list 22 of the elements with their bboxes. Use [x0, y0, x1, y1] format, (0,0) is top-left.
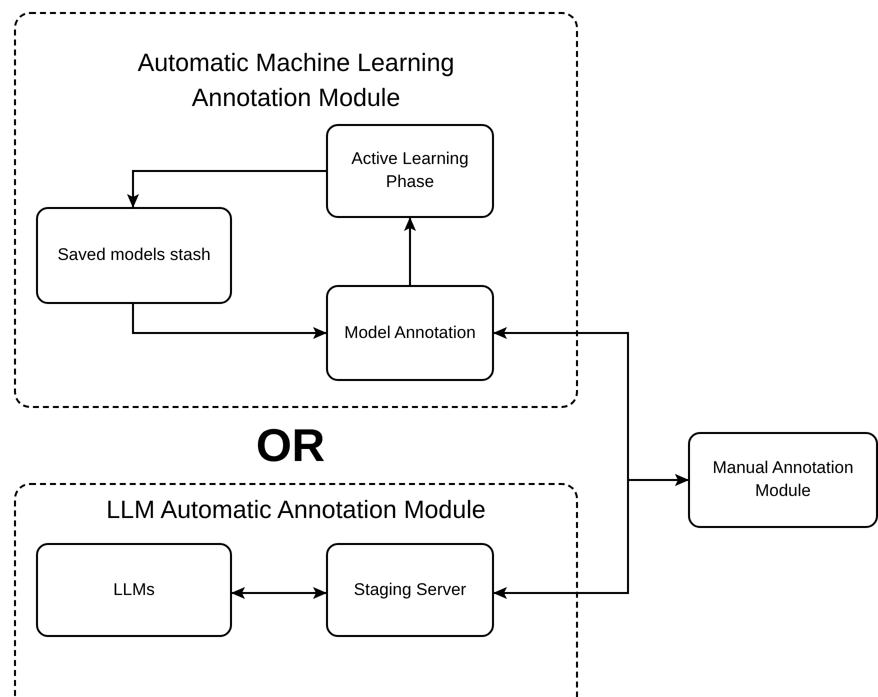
- box-label: Manual Annotation Module: [712, 457, 854, 502]
- process-box: [326, 124, 494, 218]
- module-title: Automatic Machine Learning Annotation Module: [136, 48, 456, 114]
- module-container: [14, 483, 578, 697]
- box-label: Saved models stash: [56, 244, 212, 266]
- box-label: Model Annotation: [343, 322, 477, 344]
- process-box: [36, 543, 232, 637]
- arrow: [127, 170, 326, 208]
- box-label: Active Learning Phase: [350, 148, 470, 193]
- separator-text: OR: [256, 418, 325, 472]
- process-box: [326, 543, 494, 637]
- process-box: [688, 432, 878, 528]
- box-label: Staging Server: [352, 578, 468, 601]
- process-box: [36, 207, 232, 304]
- arrow: [493, 474, 689, 599]
- box-label: LLMs: [112, 578, 156, 601]
- module-container: [14, 12, 578, 408]
- module-title: LLM Automatic Annotation Module: [105, 495, 487, 526]
- arrow: [404, 217, 416, 285]
- process-box: [326, 285, 494, 381]
- arrow: [231, 587, 327, 599]
- arrow: [132, 304, 327, 339]
